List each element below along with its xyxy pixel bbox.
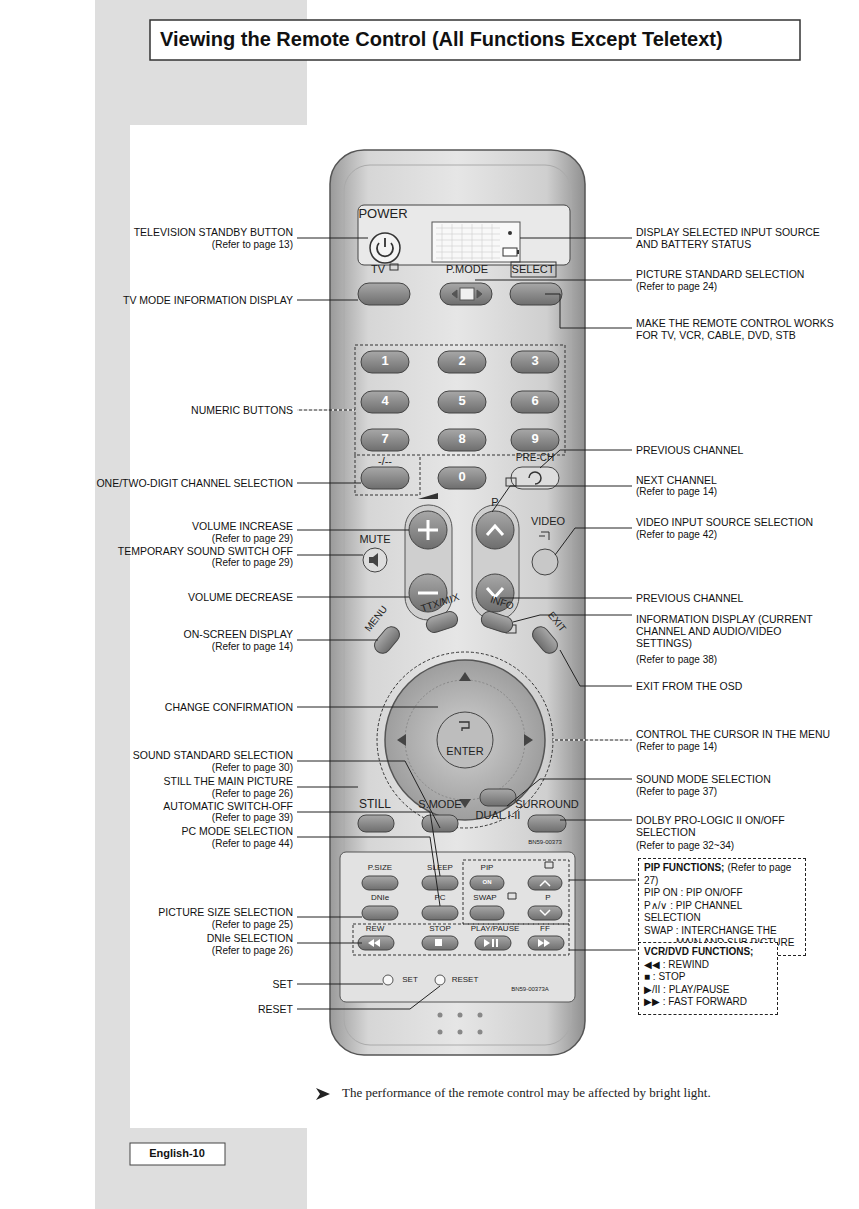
callout-label: ONE/TWO-DIGIT CHANNEL SELECTION [96,477,293,489]
function-box: VCR/DVD FUNCTIONS;◀◀ : REWIND■ : STOP▶/I… [638,942,778,1015]
callout-label: DOLBY PRO-LOGIC II ON/OFF SELECTION [636,814,796,838]
box-item: ◀◀ : REWIND [644,959,772,972]
button-label: SLEEP [427,863,453,872]
page-reference: (Refer to page 26) [212,945,293,957]
page-reference: (Refer to page 26) [212,788,293,800]
button-label: P.MODE [446,263,488,276]
button-label: BN59-00373 [528,839,562,846]
box-item: ▶▶ : FAST FORWARD [644,996,772,1009]
button-label: SELECT [512,263,555,276]
callout-label: DNIe SELECTION [207,932,293,944]
button-label: 6 [531,394,538,409]
button-label: DUAL I-II [476,809,521,822]
callout-label: NUMERIC BUTTONS [191,404,293,416]
box-heading: PIP FUNCTIONS; [644,862,724,873]
button-label: 1 [381,354,388,369]
page-reference: (Refer to page 29) [212,557,293,569]
callout-label: CHANGE CONFIRMATION [165,701,293,713]
button-label: P.SIZE [368,863,392,872]
button-label: TV [371,263,385,276]
page-reference: (Refer to page 14) [212,641,293,653]
page-reference: (Refer to page 29) [212,533,293,545]
button-label: 4 [381,394,388,409]
page-reference: (Refer to page 37) [636,786,717,798]
button-label: ON [483,879,492,886]
callout-label: MAKE THE REMOTE CONTROL WORKS FOR TV, VC… [636,317,836,341]
button-label: RESET [452,975,479,984]
button-label: -/-- [378,455,392,468]
button-label: S.MODE [418,798,461,811]
button-label: REW [366,924,385,933]
button-label: SWAP [473,893,496,902]
callout-label: PC MODE SELECTION [182,825,293,837]
button-label: PLAY/PAUSE [471,924,520,933]
page-reference: (Refer to page 32~34) [636,840,734,852]
button-label: FF [540,924,550,933]
callout-label: VIDEO INPUT SOURCE SELECTION [636,516,813,528]
callout-label: CONTROL THE CURSOR IN THE MENU [636,728,830,740]
callout-label: ON-SCREEN DISPLAY [184,628,294,640]
callout-label: INFORMATION DISPLAY (CURRENT CHANNEL AND… [636,613,836,649]
button-label: STILL [359,798,391,812]
button-label: 8 [458,432,465,447]
page-reference: (Refer to page 42) [636,529,717,541]
page-reference: (Refer to page 44) [212,838,293,850]
page-number: English-10 [149,1147,205,1160]
button-label: 9 [531,432,538,447]
note-caption: The performance of the remote control ma… [342,1086,711,1101]
page-reference: (Refer to page 38) [636,654,717,666]
page-reference: (Refer to page 14) [636,741,717,753]
callout-label: SOUND MODE SELECTION [636,773,771,785]
callout-label: SOUND STANDARD SELECTION [133,749,293,761]
callout-label: DISPLAY SELECTED INPUT SOURCE AND BATTER… [636,226,836,250]
button-label: VIDEO [531,515,565,528]
callout-label: VOLUME DECREASE [188,591,293,603]
box-heading: VCR/DVD FUNCTIONS; [644,946,772,959]
box-item: ▶/II : PLAY/PAUSE [644,984,772,997]
page-reference: (Refer to page 24) [636,281,717,293]
callout-label: EXIT FROM THE OSD [636,680,742,692]
callout-label: STILL THE MAIN PICTURE [163,775,293,787]
button-label: MUTE [359,533,390,546]
page-reference: (Refer to page 13) [212,239,293,251]
page-reference: (Refer to page 39) [212,812,293,824]
callout-label: PREVIOUS CHANNEL [636,592,743,604]
callout-label: AUTOMATIC SWITCH-OFF [163,800,293,812]
button-label: 3 [531,354,538,369]
callout-label: PICTURE STANDARD SELECTION [636,268,804,280]
callout-label: RESET [258,1003,293,1015]
button-label: P [545,893,550,902]
button-label: P [491,496,498,509]
button-label: 5 [458,394,465,409]
callout-label: TEMPORARY SOUND SWITCH OFF [118,545,293,557]
button-label: DNIe [371,893,389,902]
button-label: 2 [458,354,465,369]
button-label: 7 [381,432,388,447]
page-reference: (Refer to page 30) [212,762,293,774]
page-reference: (Refer to page 14) [636,486,717,498]
callout-label: NEXT CHANNEL [636,474,717,486]
button-label: PIP [481,863,494,872]
button-label: BN59-00373A [511,986,549,993]
button-label: ENTER [446,745,483,758]
button-label: POWER [358,207,407,222]
button-label: 0 [458,470,465,485]
page-title: Viewing the Remote Control (All Function… [160,28,723,51]
callout-label: PICTURE SIZE SELECTION [158,906,293,918]
callout-label: PREVIOUS CHANNEL [636,444,743,456]
button-label: SET [402,975,418,984]
button-label: PC [434,893,445,902]
button-label: STOP [429,924,451,933]
callout-label: SET [273,978,293,990]
box-item: ■ : STOP [644,971,772,984]
button-label: PRE-CH [516,452,554,464]
box-item: PIP ON : PIP ON/OFF [644,887,800,900]
button-label: SURROUND [515,798,579,811]
callout-label: TELEVISION STANDBY BUTTON [134,226,293,238]
callout-label: VOLUME INCREASE [192,520,293,532]
callout-label: TV MODE INFORMATION DISPLAY [123,294,293,306]
page-reference: (Refer to page 25) [212,919,293,931]
box-item: P∧/∨ : PIP CHANNEL SELECTION [644,900,800,925]
